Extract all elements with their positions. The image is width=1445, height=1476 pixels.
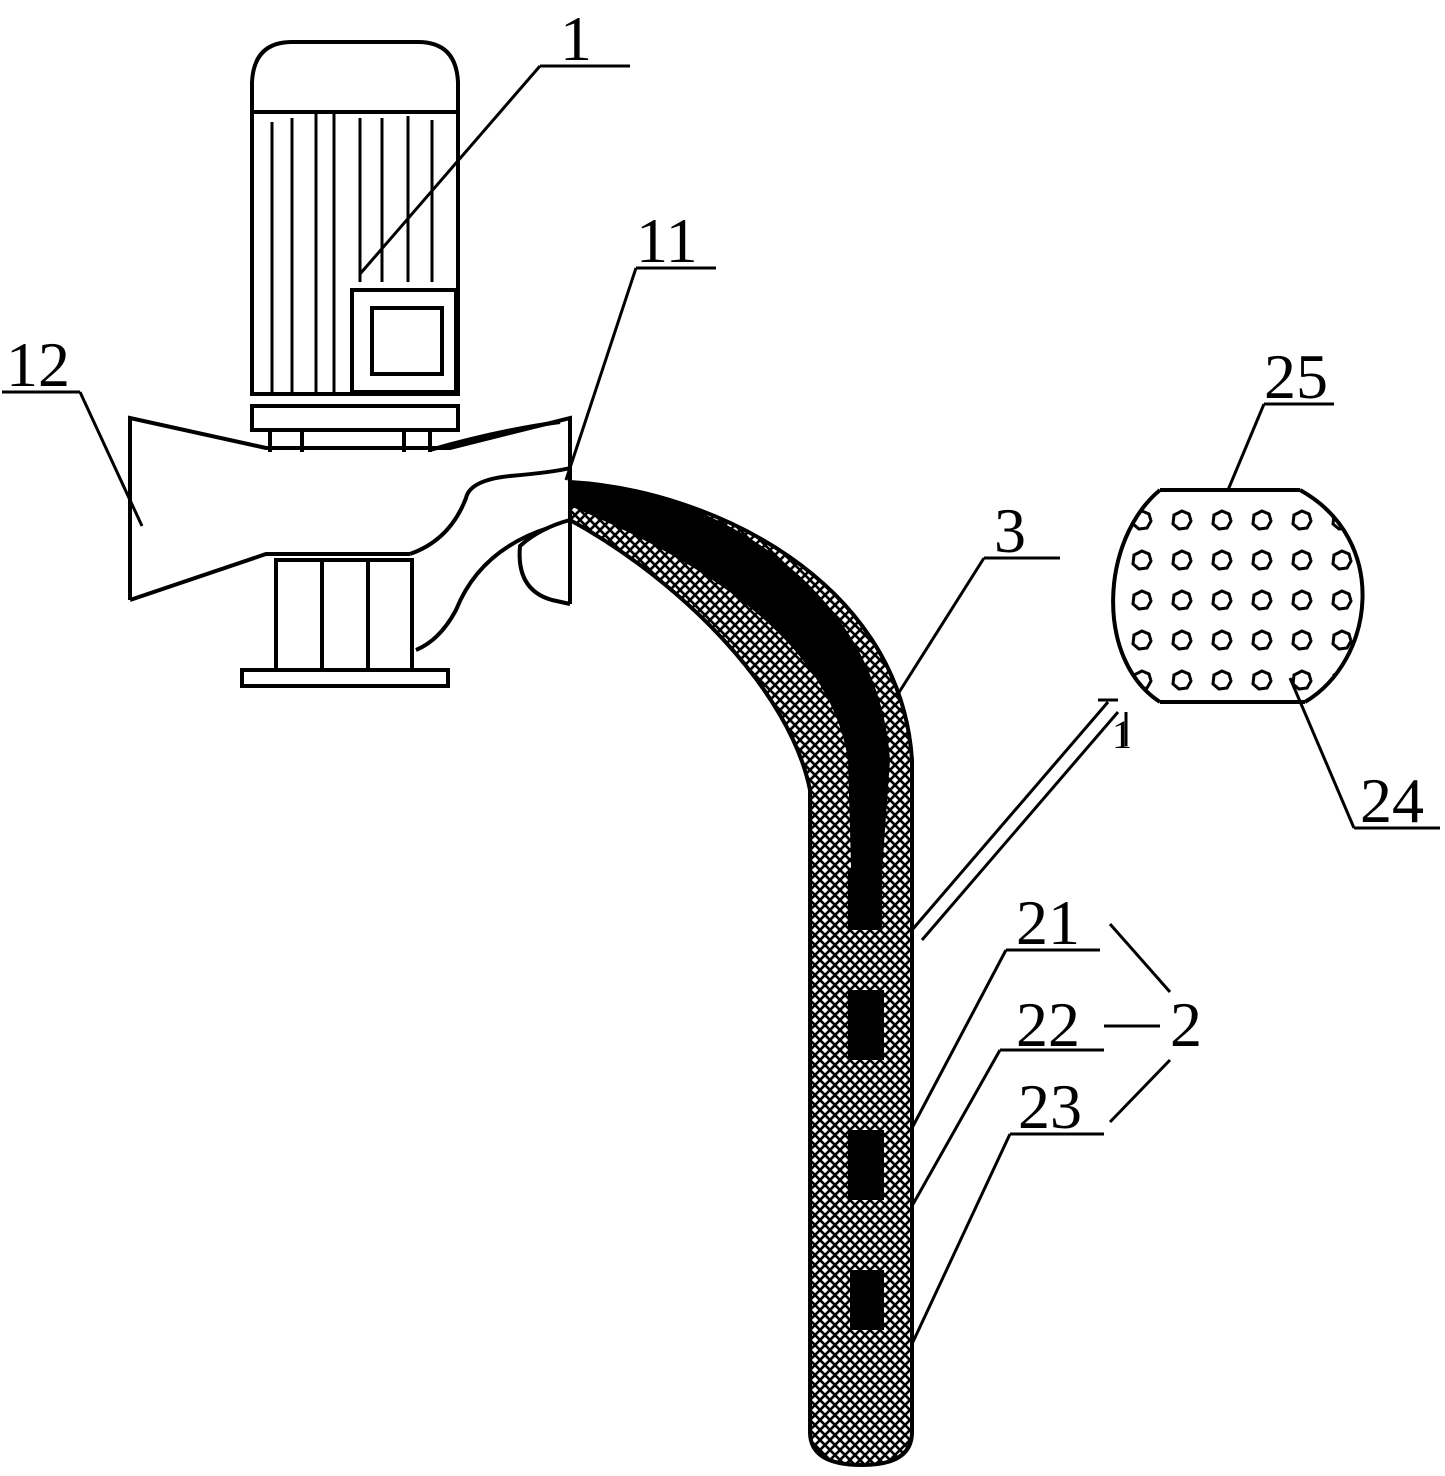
- label-perforation: 24: [1360, 765, 1424, 836]
- label-perforated-plate: 25: [1264, 341, 1328, 412]
- label-layer-23: 23: [1018, 1071, 1082, 1142]
- hose-body: [568, 479, 914, 1468]
- label-pump-casing: 12: [6, 329, 70, 400]
- label-section-mark: 1: [1112, 712, 1132, 757]
- motor-junction-box: [350, 288, 458, 394]
- hose-inner-core: [570, 482, 890, 900]
- motor-body: [250, 110, 460, 396]
- filter-inner-blocks: [848, 870, 884, 1330]
- leader-lines: [2, 64, 1440, 1345]
- motor-flange: [250, 404, 460, 432]
- label-filter-assembly: 2: [1170, 989, 1202, 1060]
- pump-base: [240, 558, 450, 688]
- motor-cooling-fins: [270, 114, 434, 392]
- label-motor: 1: [560, 3, 592, 74]
- pump-casing: [128, 415, 572, 652]
- motor-top-cap: [250, 40, 460, 112]
- section-arrow: [910, 698, 1128, 941]
- labels: 1 11 12 3 25 24 21 22 23 2 1: [6, 3, 1424, 1142]
- hose: [568, 479, 914, 1468]
- label-outlet: 11: [636, 205, 698, 276]
- label-layer-22: 22: [1016, 989, 1080, 1060]
- label-layer-21: 21: [1016, 887, 1080, 958]
- motor-junction-box-cover: [370, 306, 444, 376]
- motor: [250, 40, 460, 452]
- label-hose: 3: [994, 495, 1026, 566]
- pump-casing-cutaway: [409, 466, 571, 556]
- pump-base-plate: [240, 668, 450, 688]
- perforated-plate: [1111, 488, 1365, 704]
